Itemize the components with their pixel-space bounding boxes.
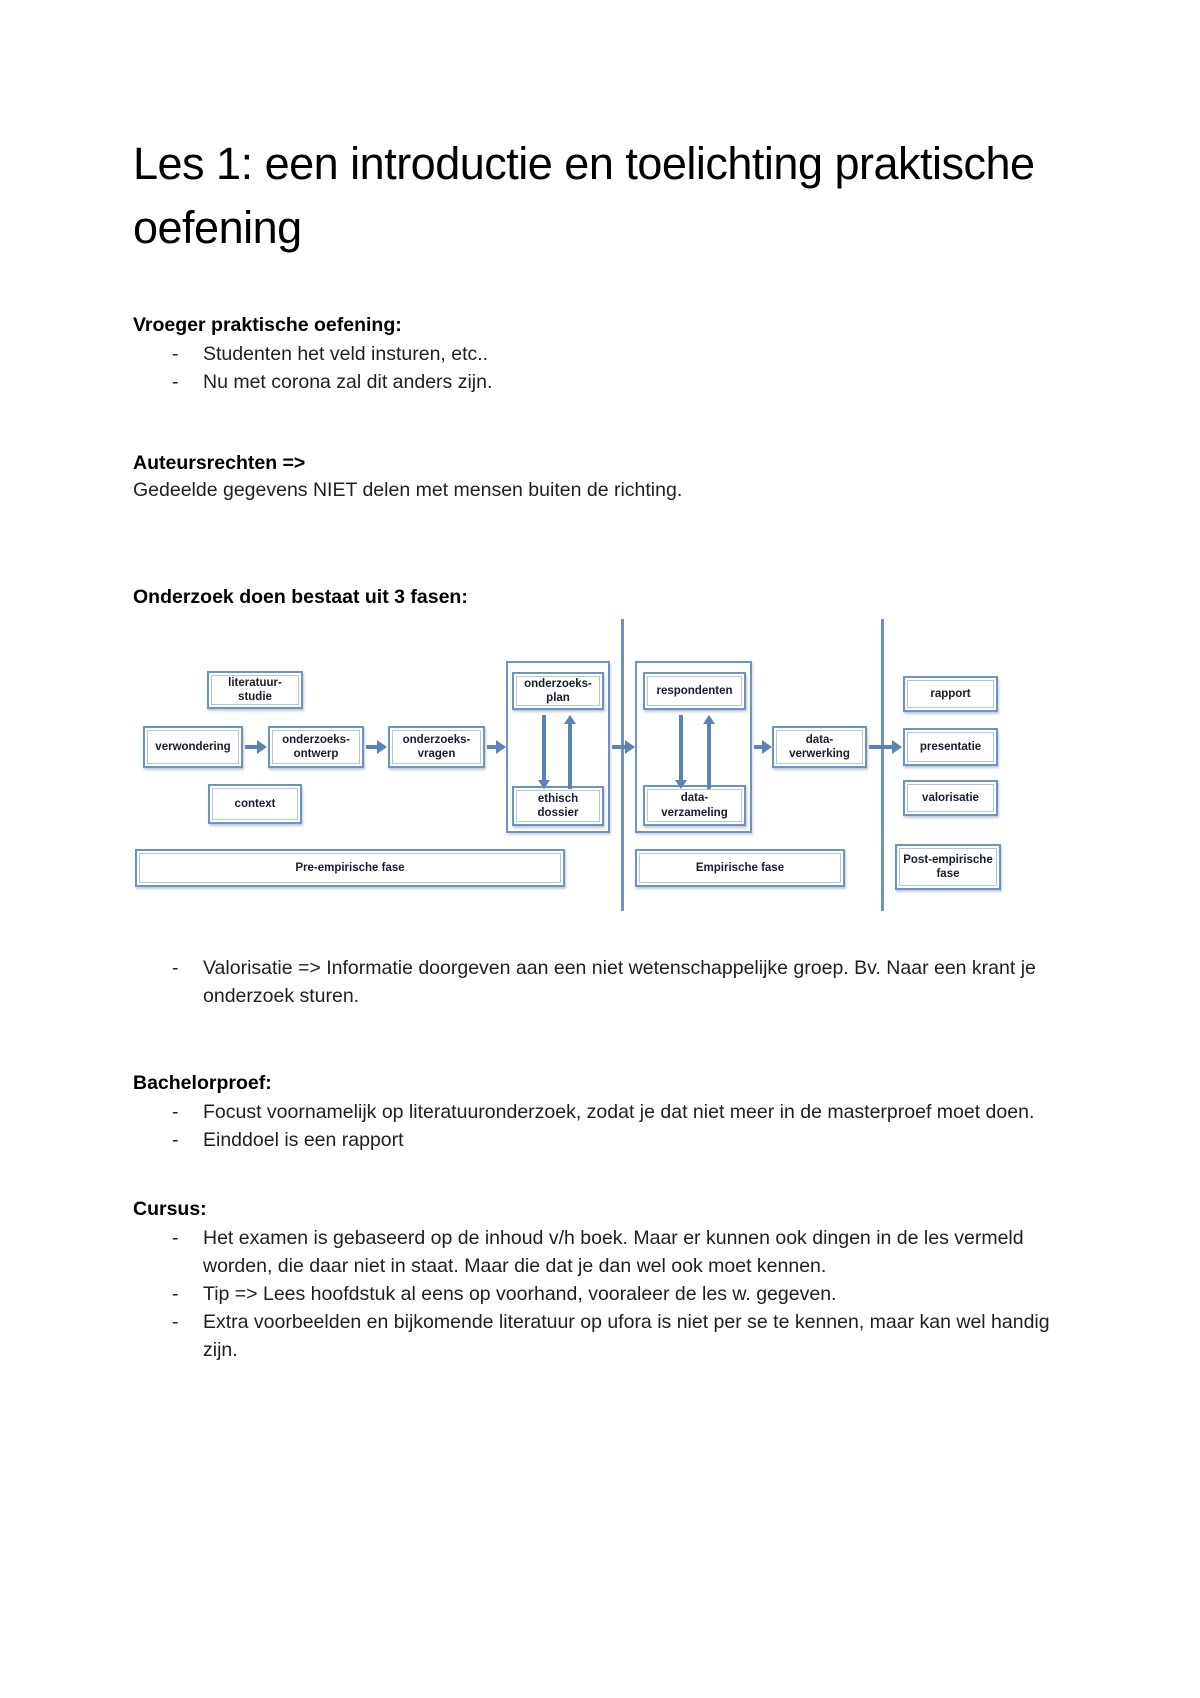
- section-onderzoek-fasen: Onderzoek doen bestaat uit 3 fasen: lite…: [133, 584, 1070, 1010]
- bullet-marker: -: [172, 371, 179, 393]
- section-bachelorproef: Bachelorproef: - Focust voornamelijk op …: [133, 1070, 1070, 1154]
- diagram-box-valorisatie: valorisatie: [903, 780, 998, 816]
- list-item: - Focust voornamelijk op literatuuronder…: [172, 1098, 1070, 1126]
- phase-box-post-empirische-fase: Post-empirische fase: [895, 844, 1001, 890]
- list-item-text: Einddoel is een rapport: [203, 1129, 404, 1151]
- bullet-marker: -: [172, 1283, 179, 1305]
- arrow-up-icon: [703, 715, 715, 789]
- list-item: - Tip => Lees hoofdstuk al eens op voorh…: [172, 1280, 1070, 1308]
- list-item-text: Tip => Lees hoofdstuk al eens op voorhan…: [203, 1283, 837, 1305]
- bullet-marker: -: [172, 1129, 179, 1151]
- arrow-right-icon: [754, 740, 772, 754]
- list-item-text: Valorisatie => Informatie doorgeven aan …: [203, 957, 1036, 1007]
- arrow-right-icon: [366, 740, 387, 754]
- bullet-list: - Het examen is gebaseerd op de inhoud v…: [133, 1224, 1070, 1364]
- diagram-box-onderzoeksplan: onderzoeks- plan: [512, 672, 604, 710]
- phase-divider-line: [881, 619, 884, 911]
- phase-box-pre-empirische-fase: Pre-empirische fase: [135, 849, 565, 887]
- document-page: Les 1: een introductie en toelichting pr…: [133, 138, 1070, 1364]
- list-item-text: Nu met corona zal dit anders zijn.: [203, 371, 493, 393]
- bullet-marker: -: [172, 957, 179, 979]
- list-item: - Nu met corona zal dit anders zijn.: [172, 368, 1070, 396]
- section-heading: Cursus:: [133, 1198, 207, 1220]
- diagram-box-literatuurstudie: literatuur- studie: [207, 671, 303, 709]
- arrow-down-icon: [538, 715, 550, 789]
- arrow-right-icon: [612, 740, 635, 754]
- list-item-text: Extra voorbeelden en bijkomende literatu…: [203, 1311, 1050, 1361]
- section-body-text: Gedeelde gegevens NIET delen met mensen …: [133, 479, 683, 501]
- diagram-box-onderzoeksvragen: onderzoeks- vragen: [388, 726, 485, 768]
- list-item: - Extra voorbeelden en bijkomende litera…: [172, 1308, 1070, 1364]
- diagram-box-ethischdossier: ethisch dossier: [512, 786, 604, 826]
- list-item: - Het examen is gebaseerd op de inhoud v…: [172, 1224, 1070, 1280]
- phase-box-empirische-fase: Empirische fase: [635, 849, 845, 887]
- section-heading: Onderzoek doen bestaat uit 3 fasen:: [133, 586, 468, 608]
- diagram-box-context: context: [208, 784, 302, 824]
- arrow-right-icon: [245, 740, 267, 754]
- section-vroeger-praktische-oefening: Vroeger praktische oefening: - Studenten…: [133, 312, 1070, 396]
- diagram-group-onderzoeksplan: onderzoeks- plan ethisch dossier: [506, 661, 610, 833]
- diagram-box-dataverzameling: data- verzameling: [643, 785, 746, 826]
- research-phases-diagram: literatuur- studie verwondering onderzoe…: [133, 616, 1013, 916]
- list-item-text: Het examen is gebaseerd op de inhoud v/h…: [203, 1227, 1024, 1277]
- section-auteursrechten: Auteursrechten => Gedeelde gegevens NIET…: [133, 450, 1070, 504]
- arrow-down-icon: [675, 715, 687, 789]
- diagram-box-onderzoeksontwerp: onderzoeks- ontwerp: [268, 726, 364, 768]
- diagram-box-rapport: rapport: [903, 676, 998, 712]
- diagram-box-dataverwerking: data- verwerking: [772, 726, 867, 768]
- diagram-box-presentatie: presentatie: [903, 728, 998, 766]
- list-item: - Einddoel is een rapport: [172, 1126, 1070, 1154]
- section-cursus: Cursus: - Het examen is gebaseerd op de …: [133, 1196, 1070, 1364]
- bullet-list: - Valorisatie => Informatie doorgeven aa…: [133, 954, 1070, 1010]
- page-title: Les 1: een introductie en toelichting pr…: [133, 138, 1035, 253]
- diagram-box-verwondering: verwondering: [143, 726, 243, 768]
- bullet-marker: -: [172, 1101, 179, 1123]
- section-heading: Vroeger praktische oefening:: [133, 314, 402, 336]
- bullet-marker: -: [172, 343, 179, 365]
- arrow-right-icon: [487, 740, 506, 754]
- diagram-box-respondenten: respondenten: [643, 672, 746, 710]
- list-item: - Valorisatie => Informatie doorgeven aa…: [172, 954, 1070, 1010]
- list-item: - Studenten het veld insturen, etc..: [172, 340, 1070, 368]
- section-heading: Auteursrechten =>: [133, 452, 306, 474]
- bullet-list: - Focust voornamelijk op literatuuronder…: [133, 1098, 1070, 1154]
- list-item-text: Focust voornamelijk op literatuuronderzo…: [203, 1101, 1035, 1123]
- list-item-text: Studenten het veld insturen, etc..: [203, 343, 489, 365]
- phase-divider-line: [621, 619, 624, 911]
- bullet-list: - Studenten het veld insturen, etc.. - N…: [133, 340, 1070, 396]
- section-heading: Bachelorproef:: [133, 1072, 272, 1094]
- arrow-right-icon: [869, 740, 902, 754]
- diagram-group-dataverzameling: respondenten data- verzameling: [635, 661, 752, 833]
- bullet-marker: -: [172, 1311, 179, 1333]
- bullet-marker: -: [172, 1227, 179, 1249]
- arrow-up-icon: [564, 715, 576, 789]
